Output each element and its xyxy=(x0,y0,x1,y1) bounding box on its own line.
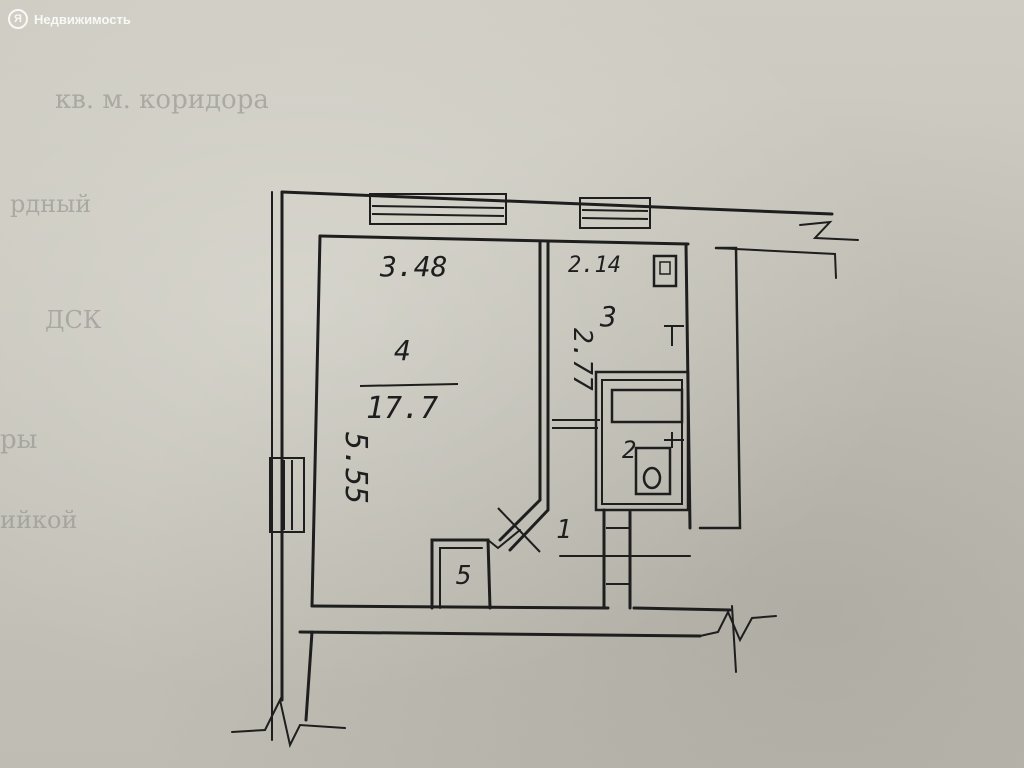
kitchen-number: 3 xyxy=(599,300,617,333)
bg-text-line3: ДСК xyxy=(45,306,102,334)
closet-walls-inner xyxy=(439,547,483,609)
closet-number: 5 xyxy=(456,561,472,591)
window-main-room xyxy=(369,193,507,225)
bath-number: 2 xyxy=(622,436,636,464)
stove-icon xyxy=(652,254,678,288)
bathtub-icon xyxy=(610,388,684,424)
outer-bottom-wall xyxy=(298,630,702,638)
room-labels: 3.48 4 17.7 5.55 2.14 3 2.77 2 1 5 xyxy=(338,250,636,591)
break-mark-top xyxy=(799,220,859,241)
main-room-left-wall xyxy=(310,234,322,608)
bath-outline xyxy=(594,370,690,512)
bg-text-line2: рдный xyxy=(10,190,91,218)
door-mark-hall xyxy=(497,507,541,553)
main-room-width: 3.48 xyxy=(379,250,447,283)
partition-main-kitchen xyxy=(498,240,542,542)
outer-right-wall xyxy=(698,246,742,530)
main-room-fraction-bar xyxy=(359,383,459,387)
faded-document-text: кв. м. коридора рдный ДСК ры ийкой xyxy=(0,85,269,534)
break-mark-bottom-right xyxy=(699,609,777,643)
window-side-panes xyxy=(283,460,293,530)
outer-right-wall-top xyxy=(715,247,837,279)
window-side xyxy=(269,457,305,533)
window-kitchen xyxy=(579,197,651,229)
toilet-bowl xyxy=(642,466,662,490)
inner-top-wall xyxy=(318,234,690,246)
windows xyxy=(269,193,651,533)
stove-burner xyxy=(659,261,671,275)
door-marks xyxy=(497,325,684,585)
break-mark-bottom-left xyxy=(231,697,346,748)
toilet-icon xyxy=(634,446,672,496)
corner-wall xyxy=(304,630,314,722)
brand-logo-icon: Я xyxy=(8,9,28,29)
bg-text-line4: ры xyxy=(0,425,37,455)
watermark: Я Недвижимость xyxy=(8,8,131,30)
closet-door xyxy=(487,529,521,550)
bg-text-line5: ийкой xyxy=(0,506,77,534)
kitchen-length: 2.77 xyxy=(567,328,597,391)
brand-name: Недвижимость xyxy=(34,11,131,27)
closet-walls xyxy=(430,538,492,610)
hall-number: 1 xyxy=(556,515,572,545)
main-room-length: 5.55 xyxy=(338,432,373,504)
kitchen-tick xyxy=(664,325,684,346)
bath-tick xyxy=(664,432,684,448)
inner-bottom-wall-right xyxy=(632,606,732,612)
kitchen-width: 2.14 xyxy=(568,253,621,278)
window-kitchen-panes xyxy=(581,209,649,220)
walls xyxy=(231,190,859,748)
main-room-number: 4 xyxy=(394,334,411,367)
outer-top-wall xyxy=(280,190,834,216)
inner-bottom-wall xyxy=(310,604,610,610)
bottom-right-tick xyxy=(731,605,737,673)
door-mark-entry xyxy=(606,527,630,585)
fixtures xyxy=(594,254,690,512)
bg-text-line1: кв. м. коридора xyxy=(55,85,269,115)
main-room-area: 17.7 xyxy=(366,391,438,426)
window-main-room-panes xyxy=(371,205,505,217)
door-mark-kitchen xyxy=(552,419,600,429)
bath-outline-inner xyxy=(601,379,683,505)
partition-main-kitchen-2 xyxy=(508,240,550,552)
